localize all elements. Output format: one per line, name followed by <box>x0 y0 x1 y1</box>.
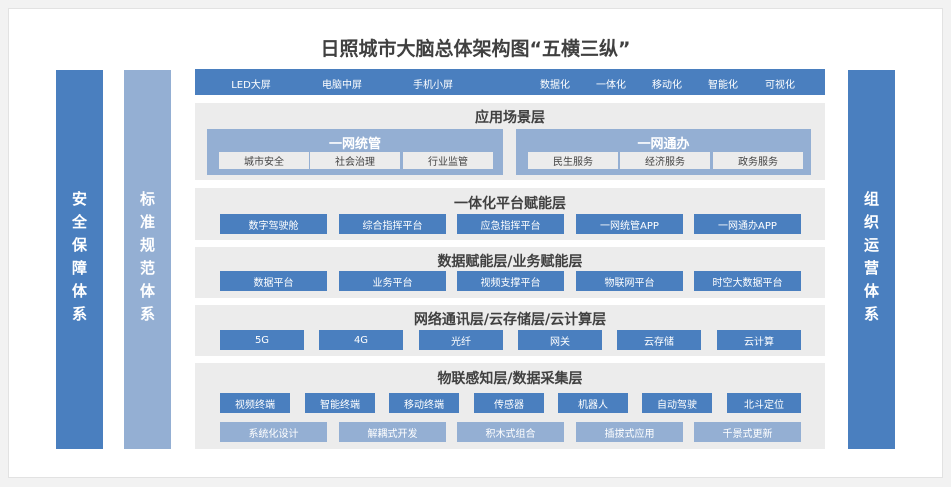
layer-network: 网络通讯层/云存储层/云计算层 5G 4G 光纤 网关 云存储 云计算 <box>195 305 825 356</box>
item: 一网通办APP <box>694 214 801 234</box>
layer-iot: 物联感知层/数据采集层 视频终端 智能终端 移动终端 传感器 机器人 自动驾驶 … <box>195 363 825 449</box>
layer-title: 网络通讯层/云存储层/云计算层 <box>413 312 607 328</box>
pillar-security: 安全保障体系 <box>56 70 103 449</box>
item: 数字驾驶舱 <box>220 214 327 234</box>
layer-data: 数据赋能层/业务赋能层 数据平台 业务平台 视频支撑平台 物联网平台 时空大数据… <box>195 247 825 298</box>
item: 综合指挥平台 <box>339 214 446 234</box>
item: 云存储 <box>617 330 701 350</box>
item: 业务平台 <box>339 271 446 291</box>
item: 移动终端 <box>389 393 459 413</box>
item: 经济服务 <box>620 152 710 169</box>
layer-platform: 一体化平台赋能层 数字驾驶舱 综合指挥平台 应急指挥平台 一网统管APP 一网通… <box>195 188 825 240</box>
item: 民生服务 <box>528 152 618 169</box>
feature: 插拔式应用 <box>576 422 683 442</box>
group-title: 一网统管 <box>328 137 381 152</box>
item: 视频支撑平台 <box>457 271 564 291</box>
group-unified-service: 一网通办 民生服务 经济服务 政务服务 <box>516 129 811 175</box>
item: 社会治理 <box>310 152 400 169</box>
topbar-item: 电脑中屏 <box>322 80 362 91</box>
topbar-item: 可视化 <box>765 80 795 91</box>
group-unified-management: 一网统管 城市安全 社会治理 行业监管 <box>207 129 503 175</box>
feature: 系统化设计 <box>220 422 327 442</box>
topbar-item: LED大屏 <box>231 80 271 91</box>
layer-title: 一体化平台赋能层 <box>454 196 566 212</box>
layer-title: 物联感知层/数据采集层 <box>437 371 583 387</box>
feature: 千景式更新 <box>694 422 801 442</box>
top-bar: LED大屏 电脑中屏 手机小屏 数据化 一体化 移动化 智能化 可视化 <box>195 69 825 95</box>
item: 机器人 <box>558 393 628 413</box>
pillar-operations: 组织运营体系 <box>848 70 895 449</box>
item: 网关 <box>518 330 602 350</box>
item: 5G <box>220 330 304 350</box>
group-title: 一网通办 <box>637 137 690 152</box>
item: 行业监管 <box>403 152 493 169</box>
topbar-item: 数据化 <box>540 80 570 91</box>
topbar-item: 移动化 <box>652 80 682 91</box>
pillar-standards: 标准规范体系 <box>124 70 171 449</box>
feature: 解耦式开发 <box>339 422 446 442</box>
item: 应急指挥平台 <box>457 214 564 234</box>
item: 数据平台 <box>220 271 327 291</box>
item: 视频终端 <box>220 393 290 413</box>
topbar-item: 一体化 <box>596 80 626 91</box>
item: 政务服务 <box>713 152 803 169</box>
layer-title: 应用场景层 <box>475 110 545 126</box>
item: 智能终端 <box>305 393 375 413</box>
layer-title: 数据赋能层/业务赋能层 <box>437 254 583 270</box>
item: 传感器 <box>474 393 544 413</box>
topbar-item: 手机小屏 <box>413 80 453 91</box>
item: 城市安全 <box>219 152 309 169</box>
item: 光纤 <box>419 330 503 350</box>
item: 物联网平台 <box>576 271 683 291</box>
item: 自动驾驶 <box>642 393 712 413</box>
diagram-title: 日照城市大脑总体架构图“五横三纵” <box>320 38 631 60</box>
item: 云计算 <box>717 330 801 350</box>
topbar-item: 智能化 <box>708 80 738 91</box>
layer-application: 应用场景层 一网统管 城市安全 社会治理 行业监管 一网通办 民生服务 经济服务… <box>195 103 825 180</box>
item: 一网统管APP <box>576 214 683 234</box>
item: 北斗定位 <box>727 393 801 413</box>
feature: 积木式组合 <box>457 422 564 442</box>
item: 时空大数据平台 <box>694 271 801 291</box>
item: 4G <box>319 330 403 350</box>
